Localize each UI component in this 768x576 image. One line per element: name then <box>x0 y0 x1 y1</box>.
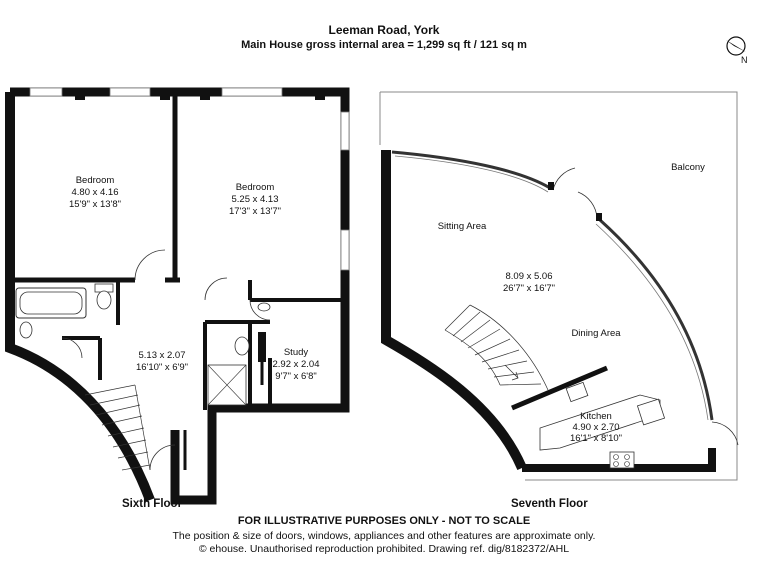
kitchen-metric: 4.90 x 2.70 <box>572 422 619 433</box>
gross-area-text: Main House gross internal area = 1,299 s… <box>241 39 527 51</box>
plan-title: Leeman Road, York <box>328 23 440 37</box>
hall-imperial: 16'10" x 6'9" <box>136 362 188 373</box>
living-metric: 8.09 x 5.06 <box>505 271 552 282</box>
bedroom1-imperial: 15'9" x 13'8" <box>69 199 121 210</box>
sixth-floor-labels: Bedroom 4.80 x 4.16 15'9" x 13'8" Bedroo… <box>69 175 320 382</box>
living-imperial: 26'7" x 16'7" <box>503 283 555 294</box>
sitting-area-label: Sitting Area <box>438 221 487 232</box>
compass-icon: N <box>726 36 748 65</box>
dining-area-label: Dining Area <box>571 328 621 339</box>
seventh-floor-label: Seventh Floor <box>511 498 588 510</box>
bedroom1-metric: 4.80 x 4.16 <box>71 187 118 198</box>
seventh-floor-plan <box>379 91 739 481</box>
bedroom2-metric: 5.25 x 4.13 <box>231 194 278 205</box>
kitchen-imperial: 16'1" x 8'10" <box>570 433 622 444</box>
study-metric: 2.92 x 2.04 <box>272 359 319 370</box>
study-imperial: 9'7" x 6'8" <box>275 371 317 382</box>
disclaimer-text: FOR ILLUSTRATIVE PURPOSES ONLY - NOT TO … <box>237 515 531 527</box>
seventh-floor-labels: Balcony Sitting Area 8.09 x 5.06 26'7" x… <box>438 162 705 444</box>
sixth-floor-label: Sixth Floor <box>122 498 183 510</box>
bedroom2-name: Bedroom <box>236 182 275 193</box>
balcony-label: Balcony <box>671 162 705 173</box>
kitchen-name: Kitchen <box>580 411 612 422</box>
study-name: Study <box>284 347 309 358</box>
sixth-floor-plan <box>4 87 350 505</box>
bedroom2-imperial: 17'3" x 13'7" <box>229 206 281 217</box>
copyright-text: © ehouse. Unauthorised reproduction proh… <box>198 543 570 555</box>
hall-metric: 5.13 x 2.07 <box>138 350 185 361</box>
bedroom1-name: Bedroom <box>76 175 115 186</box>
approximation-note: The position & size of doors, windows, a… <box>172 530 596 542</box>
compass-north-label: N <box>741 55 748 65</box>
